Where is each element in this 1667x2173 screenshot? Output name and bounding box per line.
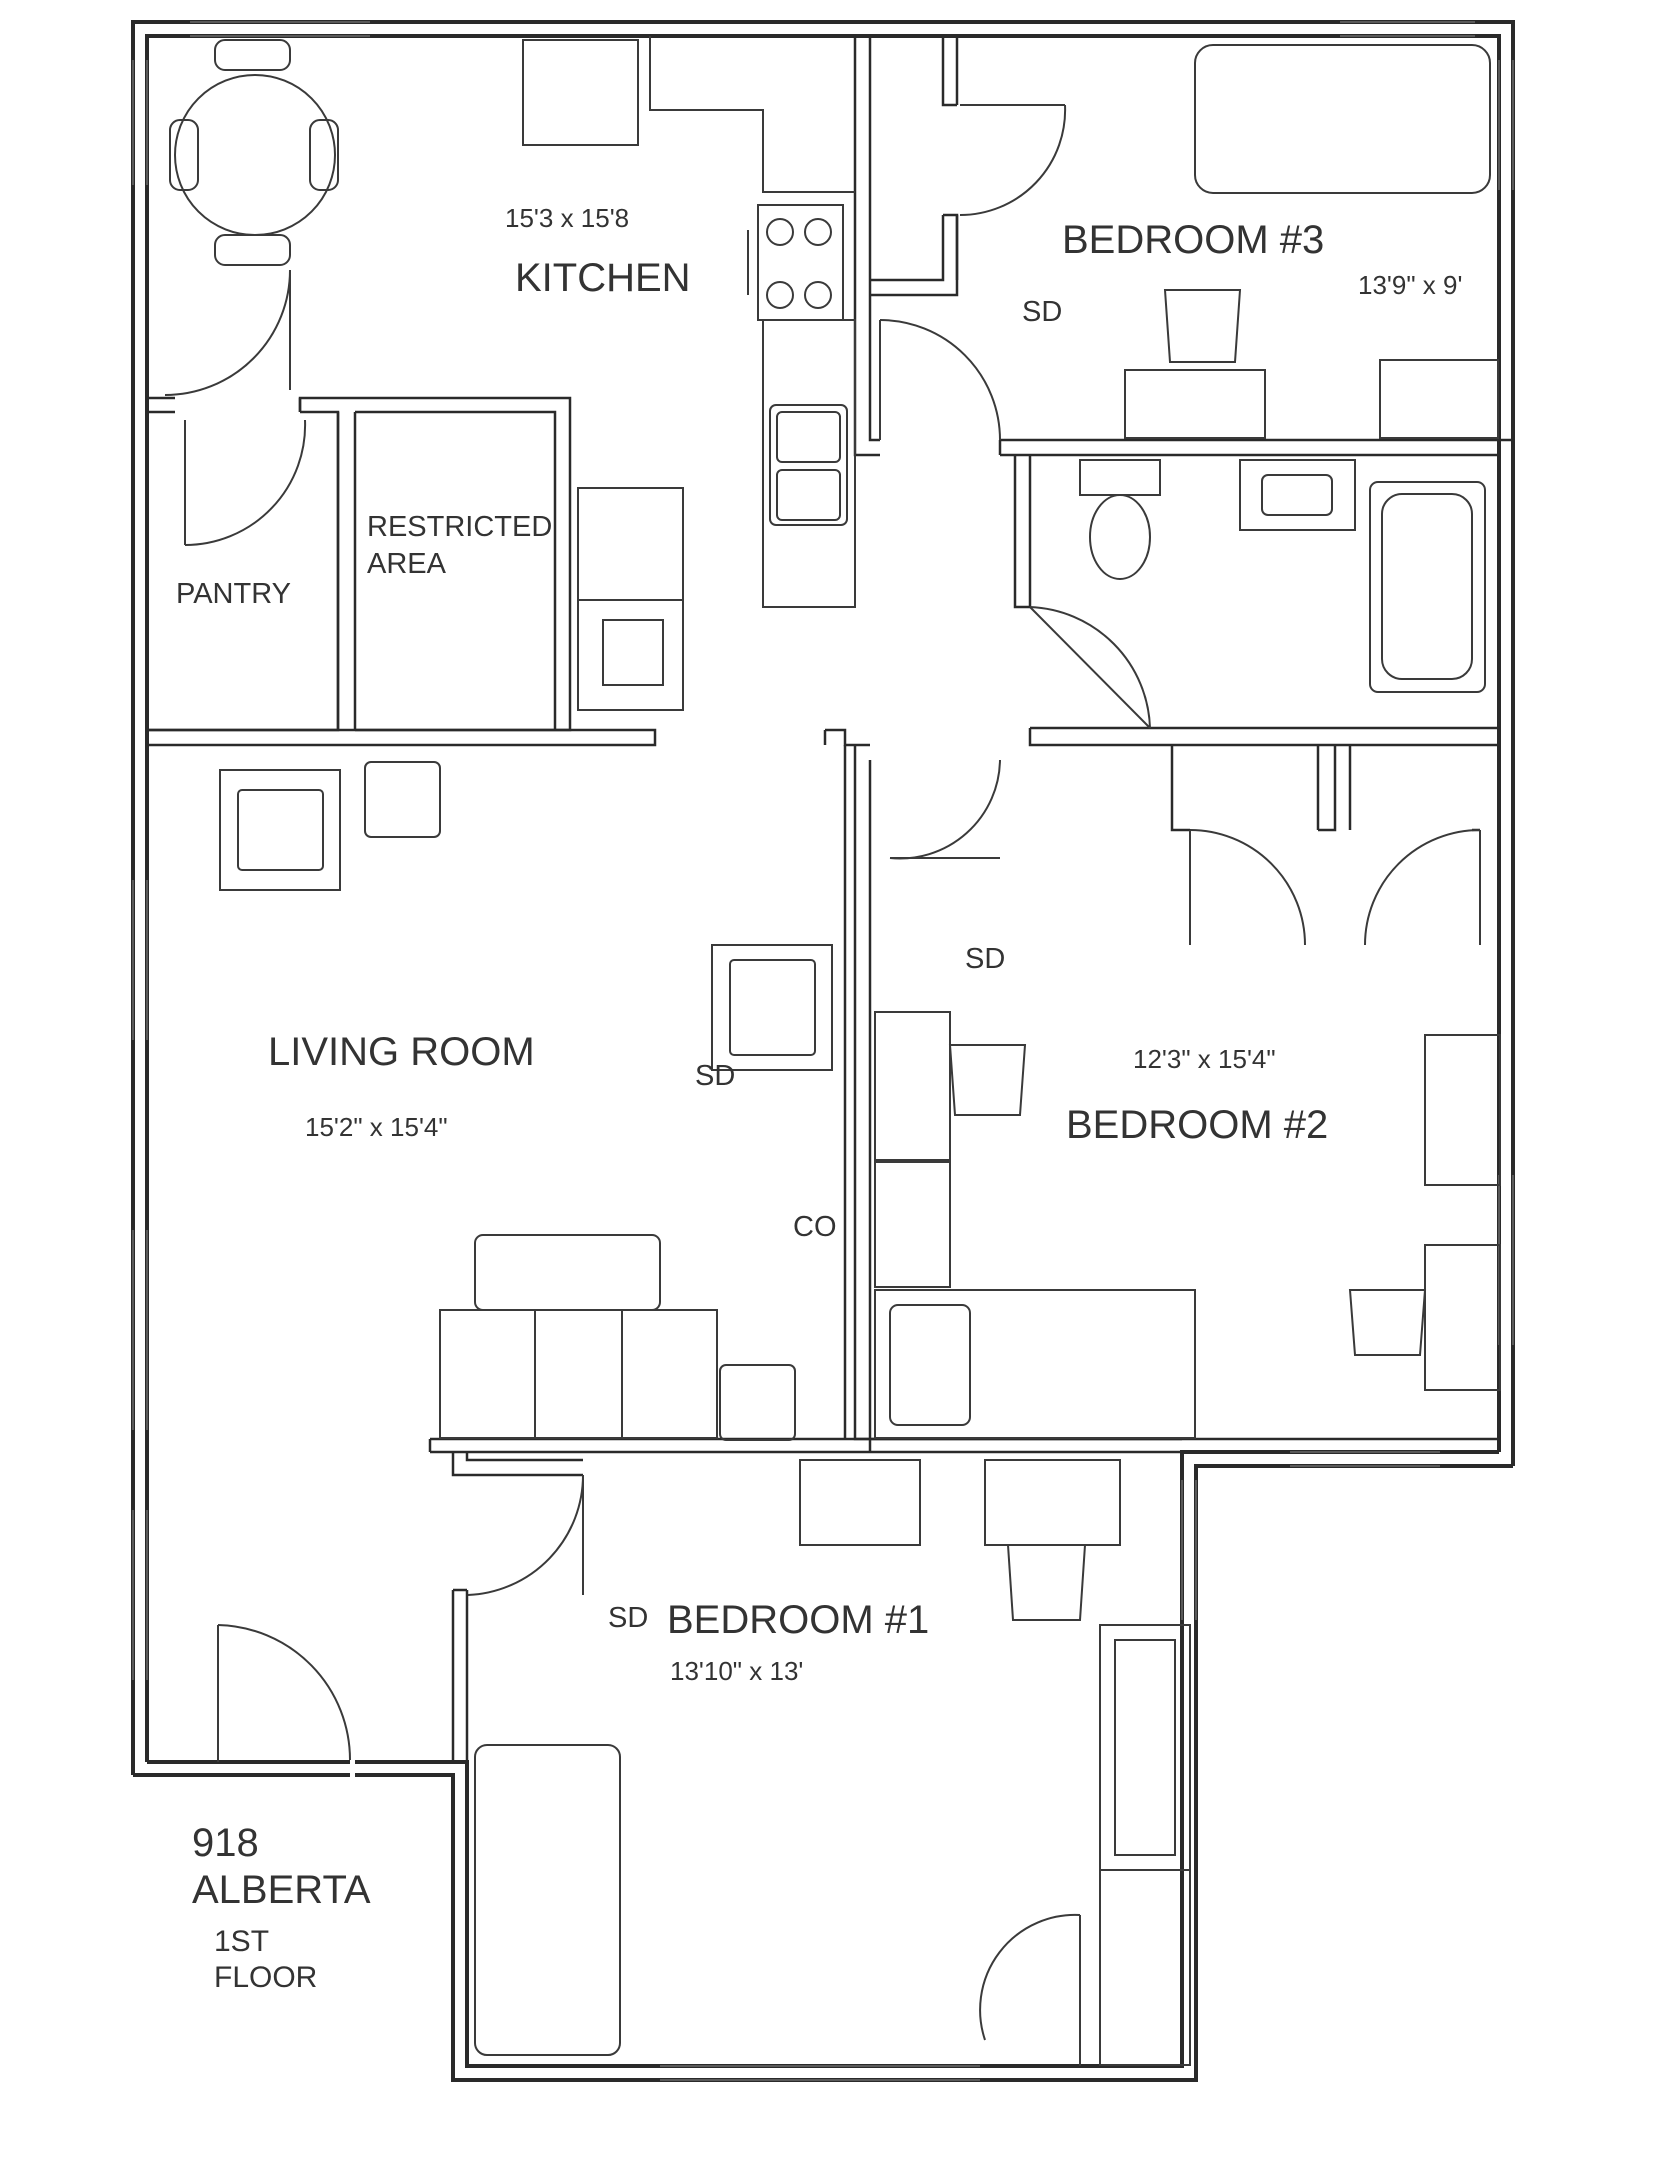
address-number: 918 — [192, 1821, 259, 1865]
bedroom2-label: BEDROOM #2 — [1066, 1103, 1329, 1147]
floor-label-line2: FLOOR — [214, 1961, 318, 1994]
bedroom1-dimensions: 13'10" x 13' — [670, 1656, 804, 1686]
bedroom1-label: BEDROOM #1 — [667, 1598, 930, 1642]
floor-label-line1: 1ST — [214, 1925, 270, 1958]
bedroom2-fixtures — [874, 1011, 1501, 1439]
bedroom1-fixtures — [474, 1459, 1191, 2066]
smoke-detector-marker-living: SD — [695, 1060, 736, 1092]
restricted-area-label-line1: RESTRICTED — [367, 511, 553, 543]
bedroom2-dimensions: 12'3" x 15'4" — [1133, 1044, 1276, 1074]
bedroom3-label: BEDROOM #3 — [1062, 218, 1325, 262]
kitchen-fixtures — [169, 36, 856, 711]
smoke-detector-marker-bedroom1: SD — [608, 1602, 649, 1634]
address-street: ALBERTA — [192, 1868, 371, 1912]
kitchen-label: KITCHEN — [515, 256, 691, 300]
pantry-label: PANTRY — [176, 578, 291, 610]
door-swings — [164, 104, 1481, 2066]
smoke-detector-marker-bedroom3: SD — [1022, 296, 1063, 328]
carbon-monoxide-marker: CO — [793, 1211, 837, 1243]
living-room-fixtures — [219, 761, 833, 1441]
restricted-area-label-line2: AREA — [367, 548, 446, 580]
bedroom3-dimensions: 13'9" x 9' — [1358, 270, 1463, 300]
bathroom-fixtures — [1079, 459, 1486, 693]
bedroom3-fixtures — [1124, 44, 1499, 439]
smoke-detector-marker-bedroom2: SD — [965, 943, 1006, 975]
kitchen-dimensions: 15'3 x 15'8 — [505, 203, 630, 233]
living-room-dimensions: 15'2" x 15'4" — [305, 1112, 448, 1142]
living-room-label: LIVING ROOM — [268, 1030, 535, 1074]
